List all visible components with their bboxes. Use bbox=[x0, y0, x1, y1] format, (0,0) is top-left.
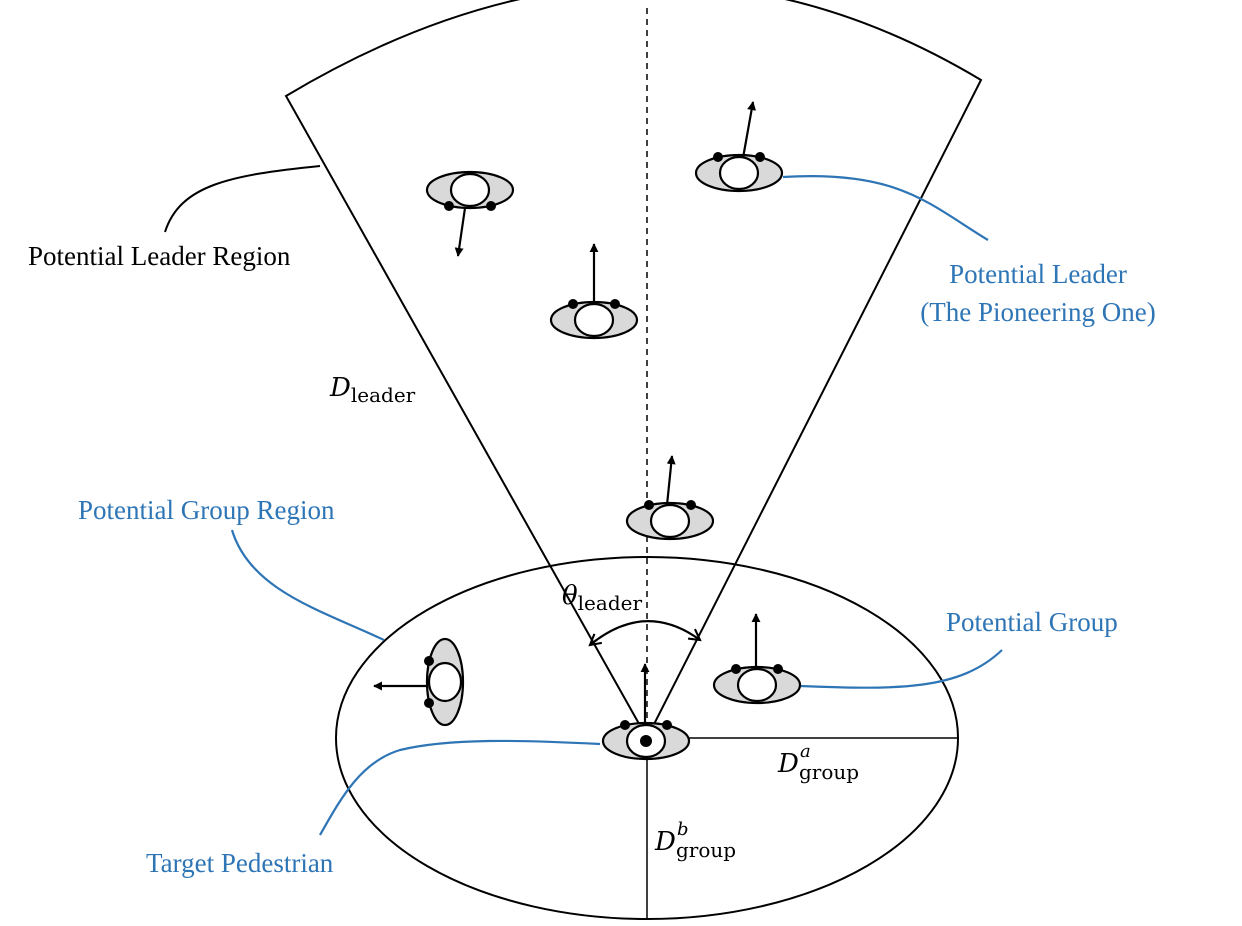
potential-leader-callout bbox=[782, 175, 989, 241]
target-pedestrian-callout bbox=[319, 739, 601, 836]
svg-text:D: D bbox=[777, 749, 799, 779]
pedestrian-left bbox=[422, 637, 465, 727]
label-potential-leader-line1: Potential Leader bbox=[949, 259, 1127, 289]
svg-text:group: group bbox=[676, 838, 736, 862]
pedestrian-potential-leader bbox=[694, 150, 784, 193]
theta-leader-arc bbox=[588, 620, 702, 647]
label-d-group-b: D b group bbox=[654, 819, 736, 862]
label-d-group-a: D a group bbox=[777, 741, 859, 784]
pedestrian-top-view-icon bbox=[549, 297, 639, 340]
potential-leader-region-sector bbox=[284, 0, 983, 741]
pedestrian-potential-group bbox=[712, 662, 802, 705]
pedestrian-top-view-icon bbox=[425, 170, 515, 213]
label-target-pedestrian: Target Pedestrian bbox=[146, 848, 334, 878]
pedestrian-top-view-icon bbox=[694, 150, 784, 193]
pedestrian-top-view-icon bbox=[712, 662, 802, 705]
label-d-leader: Dleader bbox=[329, 373, 416, 407]
label-potential-group: Potential Group bbox=[946, 607, 1118, 637]
pedestrian-lower-sector bbox=[625, 498, 715, 541]
leader-region-callout bbox=[164, 165, 321, 233]
group-region-callout bbox=[230, 529, 385, 641]
heading-arrow-icon bbox=[741, 101, 757, 159]
heading-arrow-icon bbox=[454, 207, 467, 257]
svg-text:a: a bbox=[800, 741, 811, 762]
label-potential-group-region: Potential Group Region bbox=[78, 495, 335, 525]
svg-text:group: group bbox=[799, 760, 859, 784]
potential-group-callout bbox=[799, 649, 1003, 689]
label-theta-leader: θleader bbox=[562, 581, 642, 615]
svg-text:D: D bbox=[654, 827, 676, 857]
target-center-dot bbox=[640, 735, 652, 747]
pedestrian-top-view-icon bbox=[625, 498, 715, 541]
heading-arrow-icon bbox=[665, 455, 676, 506]
pedestrian-middle bbox=[549, 297, 639, 340]
pedestrian-upper-left bbox=[425, 170, 515, 213]
svg-text:b: b bbox=[677, 819, 689, 840]
label-potential-leader-region: Potential Leader Region bbox=[28, 241, 291, 271]
pedestrian-target bbox=[601, 718, 691, 761]
label-potential-leader-line2: (The Pioneering One) bbox=[920, 297, 1155, 327]
pedestrian-top-view-icon bbox=[422, 637, 465, 727]
